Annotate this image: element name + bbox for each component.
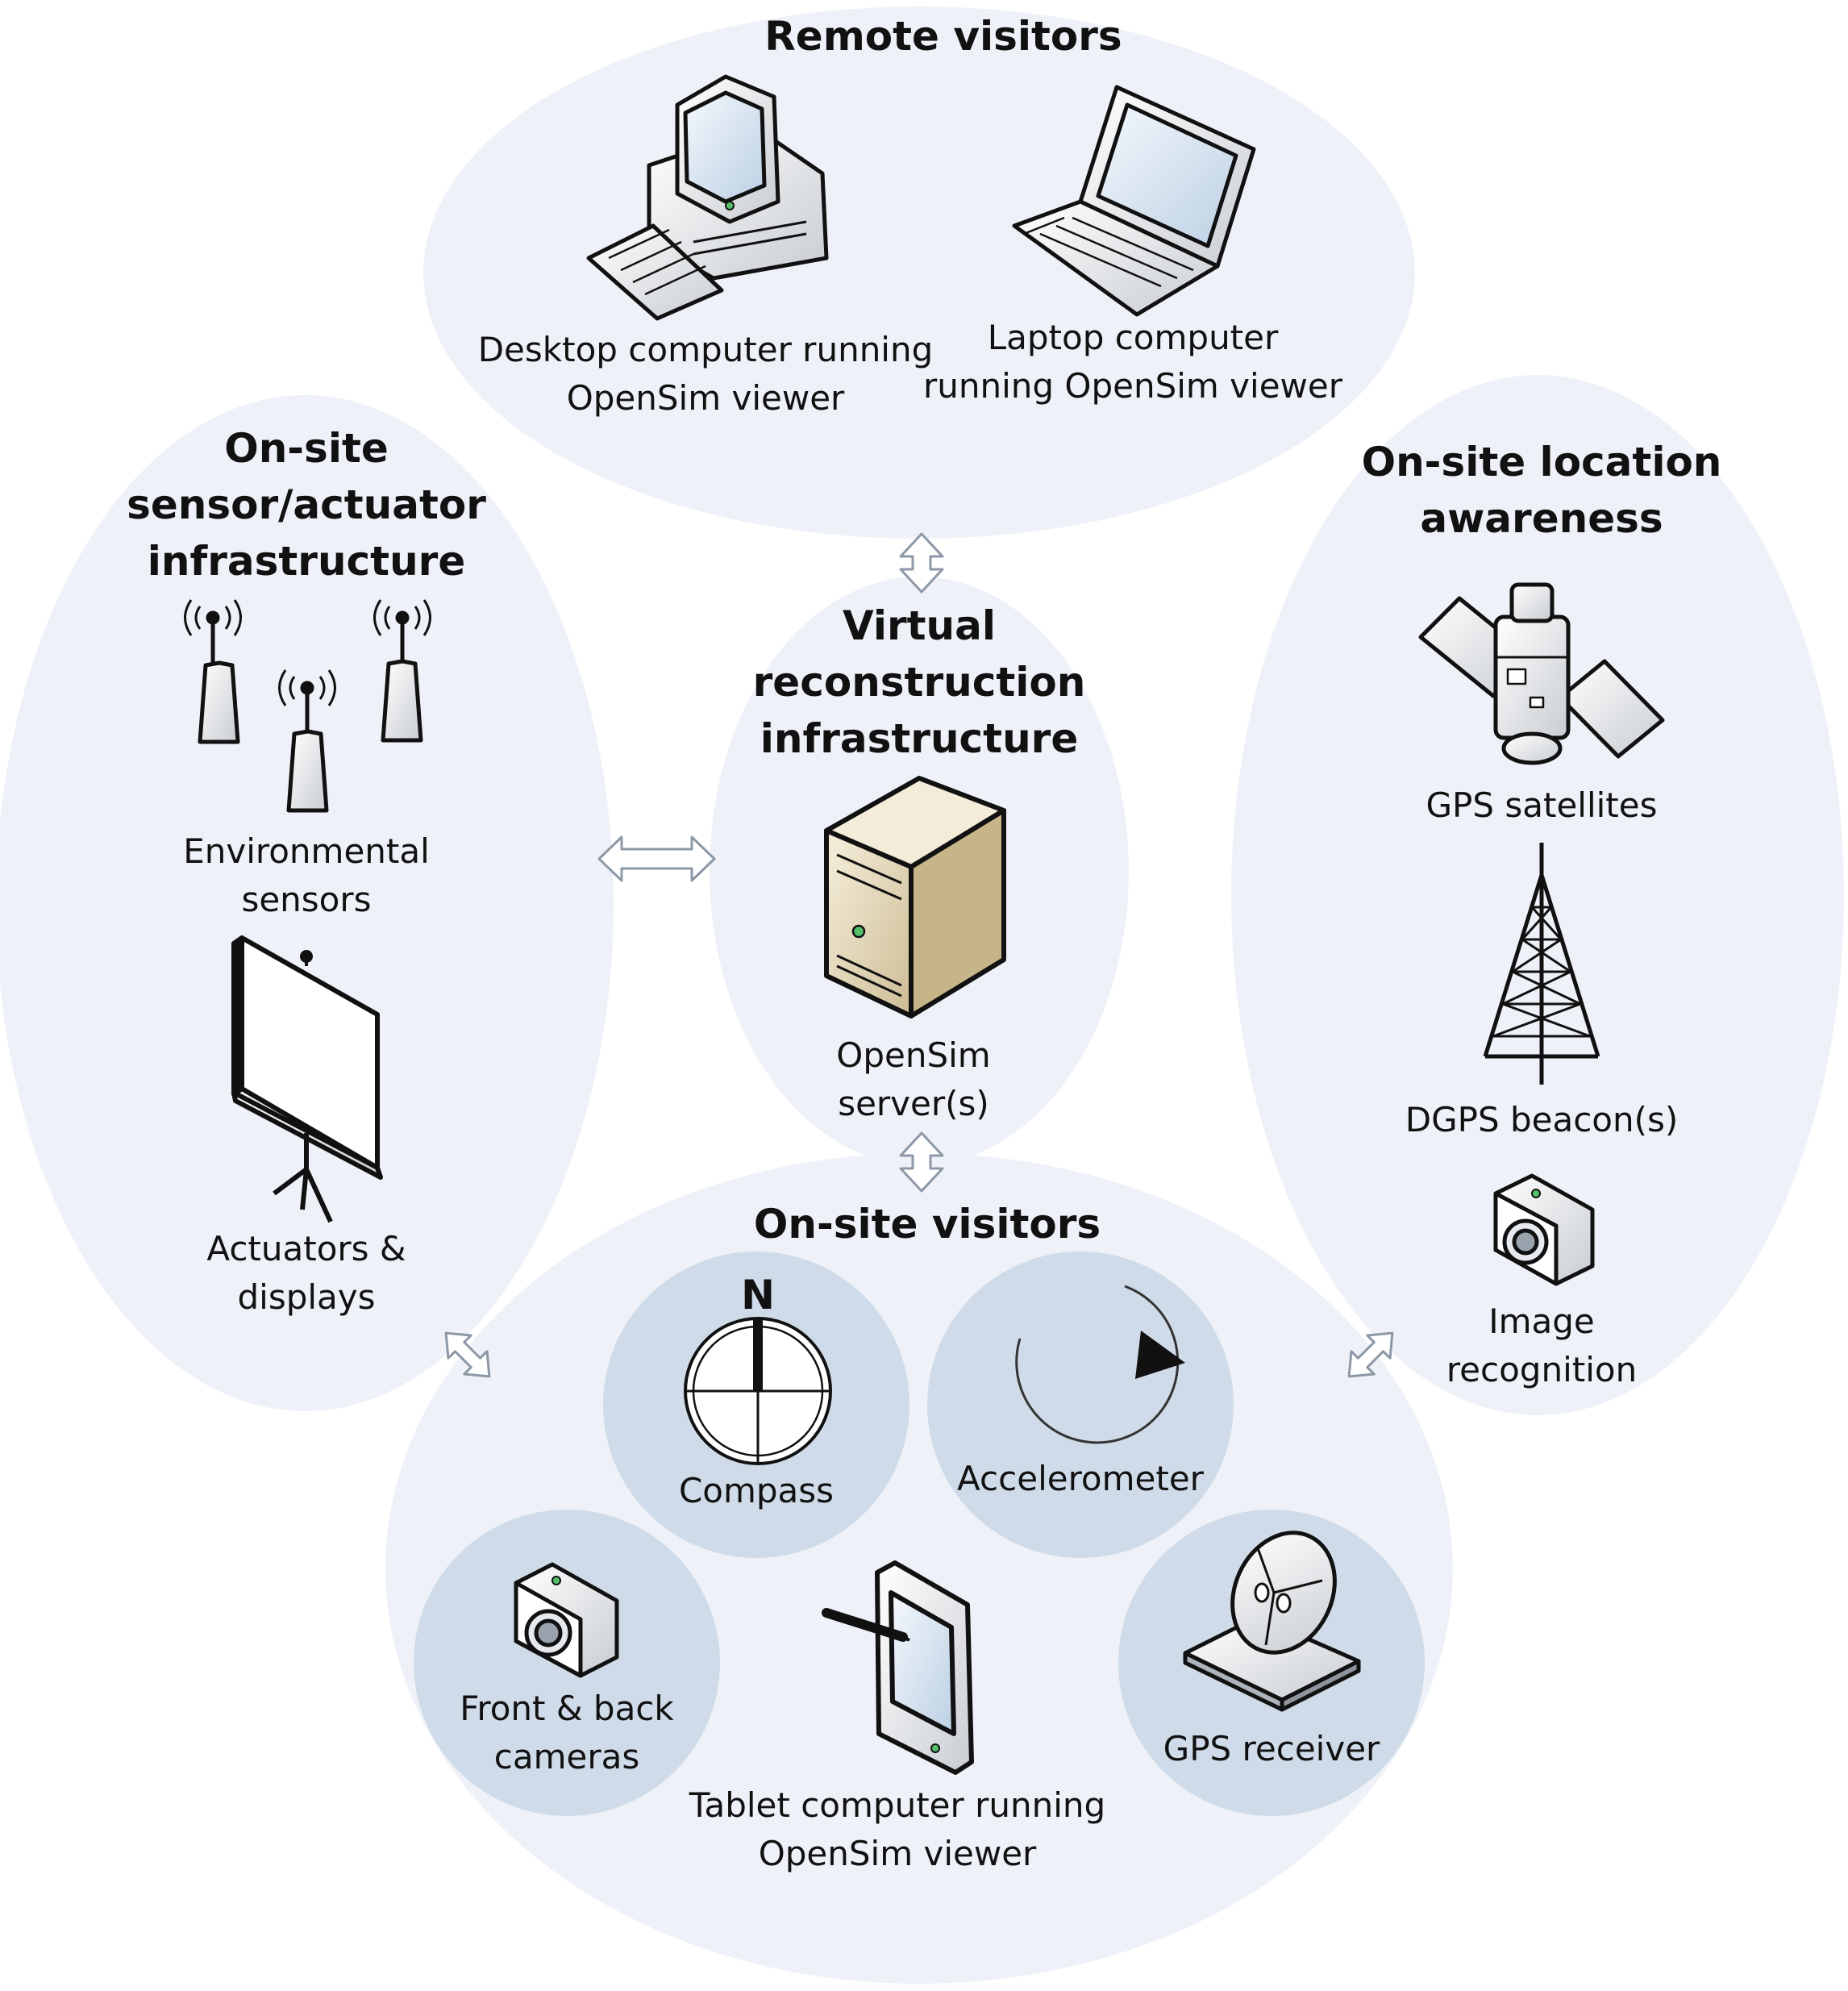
- label-compass: Compass: [679, 1471, 834, 1510]
- arrow-sensor-onsite: [444, 1331, 491, 1378]
- camera-icon: [514, 1562, 619, 1678]
- title-sensor-line2: sensor/actuator: [127, 481, 486, 528]
- arrow-remote-virtual: [899, 532, 944, 594]
- camera-icon: [1493, 1173, 1595, 1286]
- projector-screen-icon: [231, 935, 383, 1223]
- label-server-line2: server(s): [838, 1084, 989, 1123]
- label-gps-receiver: GPS receiver: [1163, 1729, 1380, 1768]
- label-cameras-line2: cameras: [494, 1737, 639, 1776]
- arrow-sensor-virtual: [597, 835, 716, 882]
- radio-tower-icon: [1483, 843, 1600, 1085]
- arrow-virtual-onsite: [899, 1131, 944, 1193]
- antenna-sensor-icon: [184, 599, 242, 744]
- group-location-awareness: [1231, 375, 1844, 1415]
- label-act-line2: displays: [237, 1277, 375, 1317]
- label-tablet-line2: OpenSim viewer: [759, 1834, 1037, 1873]
- laptop-icon: [1012, 85, 1256, 317]
- label-gps-satellites: GPS satellites: [1426, 785, 1657, 825]
- label-cameras-line1: Front & back: [460, 1689, 674, 1728]
- label-dgps-beacons: DGPS beacon(s): [1405, 1100, 1679, 1139]
- title-sensor-line3: infrastructure: [148, 538, 466, 585]
- title-sensor-line1: On-site: [224, 425, 389, 472]
- title-virtual-line2: reconstruction: [753, 659, 1086, 706]
- antenna-sensor-icon: [373, 599, 431, 743]
- arrow-location-onsite: [1347, 1331, 1394, 1378]
- label-laptop-line2: running OpenSim viewer: [923, 366, 1343, 406]
- label-env-line2: sensors: [241, 880, 371, 919]
- accelerometer-circle: [927, 1252, 1234, 1558]
- label-desktop-line2: OpenSim viewer: [567, 378, 845, 418]
- title-location-line2: awareness: [1420, 495, 1663, 542]
- desktop-computer-icon: [586, 74, 829, 321]
- label-server-line1: OpenSim: [836, 1035, 990, 1075]
- label-desktop-line1: Desktop computer running: [478, 330, 934, 369]
- satellite-dish-icon: [1183, 1531, 1361, 1712]
- tablet-icon: [822, 1560, 974, 1775]
- compass-north-label: N: [741, 1272, 775, 1318]
- label-laptop-line1: Laptop computer: [988, 318, 1279, 357]
- label-act-line1: Actuators &: [206, 1229, 406, 1268]
- label-tablet-line1: Tablet computer running: [689, 1785, 1105, 1825]
- label-env-line1: Environmental: [183, 831, 430, 871]
- rotation-arrow-icon: [1015, 1285, 1185, 1444]
- title-virtual-line1: Virtual: [843, 602, 996, 649]
- label-accelerometer: Accelerometer: [957, 1459, 1205, 1498]
- group-remote-visitors: [423, 6, 1415, 539]
- title-onsite-visitors: On-site visitors: [754, 1201, 1101, 1247]
- title-virtual-line3: infrastructure: [760, 715, 1079, 762]
- label-image-line1: Image: [1488, 1302, 1595, 1341]
- title-remote-visitors: Remote visitors: [764, 13, 1122, 60]
- antenna-sensor-icon: [278, 669, 336, 813]
- server-tower-icon: [824, 776, 1006, 1018]
- label-image-line2: recognition: [1446, 1350, 1637, 1389]
- title-location-line1: On-site location: [1362, 439, 1722, 485]
- compass-icon: [684, 1317, 832, 1465]
- satellite-icon: [1418, 582, 1665, 765]
- group-sensor-actuator: [0, 395, 614, 1411]
